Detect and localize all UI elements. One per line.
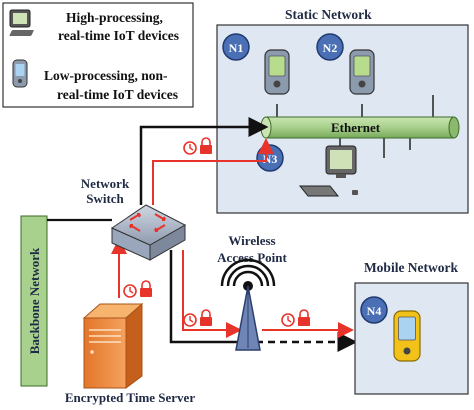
secure-time-marker-1: [183, 137, 212, 155]
static-network-panel: Static Network Ethernet N1 N2: [216, 7, 469, 214]
mobile-network-title: Mobile Network: [364, 260, 459, 275]
ap-label-line1: Wireless: [228, 233, 275, 248]
node-n4: N4: [360, 296, 388, 324]
mobile-device-n4-icon: [393, 310, 421, 362]
network-switch-icon: [110, 204, 187, 261]
lock-icon: [140, 280, 152, 297]
switch-label-line1: Network: [81, 176, 130, 191]
secure-time-marker-3: [183, 309, 212, 327]
node-n2-label: N2: [323, 41, 338, 55]
legend-low-line2: real-time IoT devices: [57, 87, 178, 102]
secure-time-marker-2: [123, 280, 152, 298]
node-n4-label: N4: [367, 304, 382, 318]
desktop-icon: [9, 9, 34, 36]
link-switch-ethernet: [139, 117, 269, 205]
wireless-access-point-icon: [220, 258, 276, 351]
ap-label-line2: Access Point: [217, 250, 287, 265]
backbone-label: Backbone Network: [27, 247, 42, 354]
clock-icon: [281, 313, 295, 327]
legend: High-processing, real-time IoT devices L…: [2, 2, 194, 108]
clock-icon: [183, 313, 197, 327]
secure-link-switch-ethernet: [152, 138, 274, 205]
link-switch-ap: [169, 250, 238, 344]
lock-icon: [298, 309, 310, 326]
node-n1-label: N1: [229, 41, 244, 55]
ethernet-bus: Ethernet: [260, 116, 460, 139]
node-n3: N3: [256, 144, 284, 172]
lock-icon: [200, 137, 212, 154]
handheld-icon: [12, 59, 28, 88]
links: [47, 117, 358, 352]
static-network-title: Static Network: [285, 7, 372, 22]
legend-low-line1: Low-processing, non-: [44, 68, 168, 83]
clock-icon: [183, 141, 197, 155]
clock-icon: [123, 284, 137, 298]
mobile-network-panel: Mobile Network N4: [354, 260, 469, 395]
secure-time-marker-4: [281, 309, 310, 327]
node-n1: N1: [222, 33, 250, 61]
time-server-icon: [82, 302, 144, 389]
handheld-device-n1-icon: [264, 49, 290, 95]
backbone-network: Backbone Network: [20, 215, 48, 387]
legend-high-line2: real-time IoT devices: [58, 28, 179, 43]
legend-high-line1: High-processing,: [66, 10, 163, 25]
switch-label-line2: Switch: [86, 191, 124, 206]
ethernet-label: Ethernet: [331, 120, 381, 135]
time-server-label: Encrypted Time Server: [65, 390, 195, 405]
secure-link-switch-ap: [182, 250, 242, 338]
handheld-device-n2-icon: [349, 49, 375, 95]
node-n3-label: N3: [263, 152, 278, 166]
desktop-computer-n3-icon: [298, 145, 358, 197]
node-n2: N2: [316, 33, 344, 61]
lock-icon: [200, 309, 212, 326]
